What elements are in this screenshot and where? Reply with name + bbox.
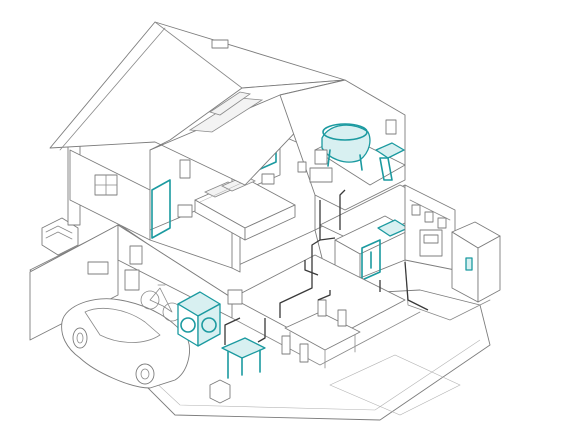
kitchen-sink	[361, 219, 409, 281]
bathtub	[321, 123, 371, 171]
bathroom	[279, 79, 406, 211]
utility-sink	[221, 337, 266, 379]
water-heater	[124, 269, 140, 291]
plumbing-pipes	[224, 189, 429, 345]
refrigerator	[451, 221, 501, 303]
car	[61, 298, 190, 389]
bathroom-sink	[375, 142, 405, 181]
garage-window	[87, 261, 109, 275]
dining-table	[281, 299, 361, 369]
garage	[29, 224, 233, 404]
heat-pump-unit	[177, 291, 221, 347]
garage-cabinet	[129, 245, 143, 265]
kitchen	[314, 184, 501, 321]
roof-vent	[211, 39, 229, 49]
